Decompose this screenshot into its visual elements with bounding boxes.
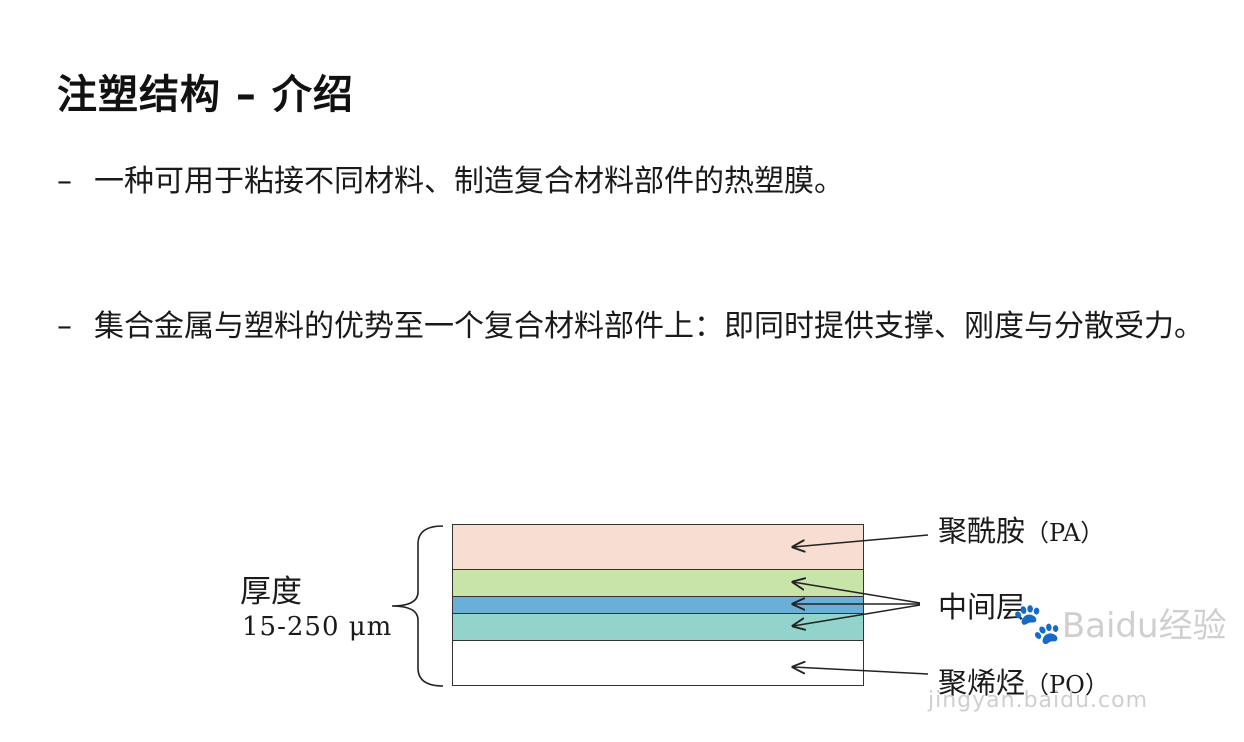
thickness-label: 厚度 <box>240 574 302 610</box>
watermark-url: jingyan.baidu.com <box>928 688 1149 713</box>
label-pa-name: 聚酰胺 <box>938 514 1026 548</box>
bullet-text: 一种可用于粘接不同材料、制造复合材料部件的热塑膜。 <box>94 164 844 199</box>
arrow-middle-bottom <box>793 604 921 626</box>
bullet-dash: – <box>57 164 72 199</box>
arrow-po <box>793 667 929 675</box>
label-pa-abbr: （PA） <box>1025 519 1105 547</box>
thickness-range: 15-250 μm <box>242 612 393 642</box>
arrow-middle-top <box>793 582 921 604</box>
watermark-suffix: 经验 <box>1158 606 1227 646</box>
label-po: 聚烯烃（PO） <box>938 660 1109 702</box>
label-pa: 聚酰胺（PA） <box>938 508 1104 550</box>
label-po-name: 聚烯烃 <box>938 666 1026 700</box>
paw-icon: 🐾 <box>1012 601 1062 647</box>
bullet-text: 集合金属与塑料的优势至一个复合材料部件上：即同时提供支撑、刚度与分散受力。 <box>94 309 1204 344</box>
label-middle: 中间层 <box>938 590 1026 624</box>
thickness-brace <box>391 525 444 687</box>
bullet-dash: – <box>57 309 72 344</box>
watermark-logo: 🐾Baidu经验 <box>1012 598 1227 647</box>
watermark-brand: Baidu <box>1061 606 1159 646</box>
arrow-pa <box>793 534 929 547</box>
page-title: 注塑结构 – 介绍 <box>57 72 354 118</box>
label-po-abbr: （PO） <box>1025 671 1109 699</box>
